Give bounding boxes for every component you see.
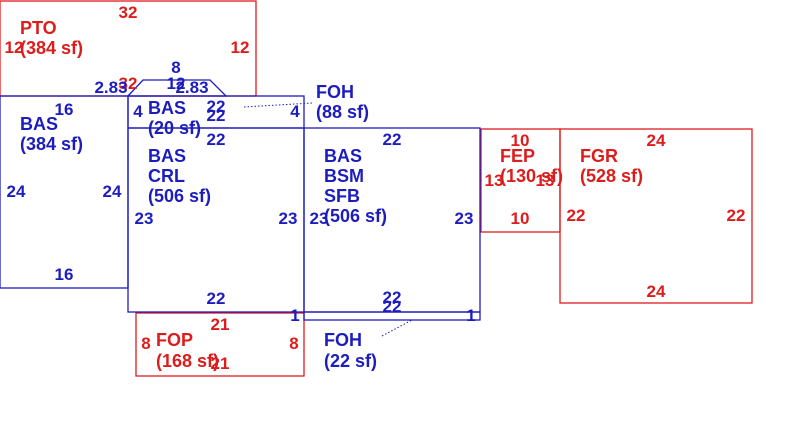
dim-pto-bottom: 32 (119, 74, 138, 93)
bas-bsm-line1: BAS (324, 146, 362, 166)
dim-bas-left-right: 24 (103, 182, 122, 201)
bas-bsm-area: (506 sf) (324, 206, 387, 226)
bas-bsm-line2: BSM (324, 166, 364, 186)
dim-bas-small-top: 22 (207, 97, 226, 116)
bas-bsm-line3: SFB (324, 186, 360, 206)
dim-foh-bottom-bottom: 22 (383, 297, 402, 316)
dim-fep-bottom: 10 (511, 209, 530, 228)
dim-fop-left: 8 (141, 334, 150, 353)
dim-bay-12: 12 (167, 74, 186, 93)
dim-fep-top: 10 (511, 131, 530, 150)
dim-crl-left: 23 (135, 209, 154, 228)
dim-fgr-left: 22 (567, 206, 586, 225)
pto-code: PTO (20, 18, 57, 38)
dim-bsm-right: 23 (455, 209, 474, 228)
dim-foh-bottom-top: 22 (383, 288, 402, 307)
dim-fgr-bottom: 24 (647, 282, 666, 301)
dim-bas-small-right: 4 (290, 102, 300, 121)
fep-area: (130 sf) (500, 166, 563, 186)
foh-top-leader (243, 102, 313, 108)
foh-bottom-outline (303, 311, 481, 321)
bas-left-area: (384 sf) (20, 134, 83, 154)
dim-bay-8: 8 (171, 58, 180, 77)
dim-bay-283-right: 2.83 (175, 78, 208, 97)
fgr-code: FGR (580, 146, 618, 166)
dim-crl-right: 23 (279, 209, 298, 228)
dim-bsm-top: 22 (383, 130, 402, 149)
dim-foh-bottom-right: 1 (466, 306, 475, 325)
blue-outlines (0, 79, 481, 321)
dim-fep-left: 13 (485, 171, 504, 190)
dim-bay-283-left: 2.83 (94, 78, 127, 97)
bas-crl-line1: BAS (148, 146, 186, 166)
foh-top-area: (88 sf) (316, 102, 369, 122)
dim-pto-top: 32 (119, 3, 138, 22)
dim-pto-right: 12 (231, 38, 250, 57)
fop-code: FOP (156, 330, 193, 350)
dim-bas-left-left: 24 (7, 182, 26, 201)
dim-crl-top: 22 (207, 130, 226, 149)
foh-top-code: FOH (316, 82, 354, 102)
bas-small-area: (20 sf) (148, 118, 201, 138)
fgr-area: (528 sf) (580, 166, 643, 186)
dim-bas-left-bottom: 16 (55, 265, 74, 284)
dim-bas-small-bottom: 22 (207, 106, 226, 125)
dim-bas-small-left: 4 (133, 102, 143, 121)
dim-fep-right: 13 (536, 171, 555, 190)
foh-bottom-code: FOH (324, 330, 362, 350)
bas-crl-area: (506 sf) (148, 186, 211, 206)
dim-crl-corner: 1 (290, 306, 299, 325)
bas-small-code: BAS (148, 98, 186, 118)
dim-fop-bottom: 21 (211, 354, 230, 373)
foh-bottom-area: (22 sf) (324, 351, 377, 371)
dim-fgr-right: 22 (727, 206, 746, 225)
fop-area: (168 sf) (156, 351, 219, 371)
dim-fop-top: 21 (211, 315, 230, 334)
dim-bsm-left: 23 (310, 209, 329, 228)
dim-bas-left-top: 16 (55, 100, 74, 119)
bas-left-code: BAS (20, 114, 58, 134)
foh-bottom-leader (381, 319, 413, 337)
dim-fop-right: 8 (289, 334, 298, 353)
fep-code: FEP (500, 146, 535, 166)
dim-fgr-top: 24 (647, 131, 666, 150)
dim-crl-bottom: 22 (207, 289, 226, 308)
pto-area: (384 sf) (20, 38, 83, 58)
fgr-outline (559, 128, 753, 304)
dim-pto-left: 12 (5, 38, 24, 57)
fop-outline (135, 312, 305, 377)
bas-crl-line2: CRL (148, 166, 185, 186)
